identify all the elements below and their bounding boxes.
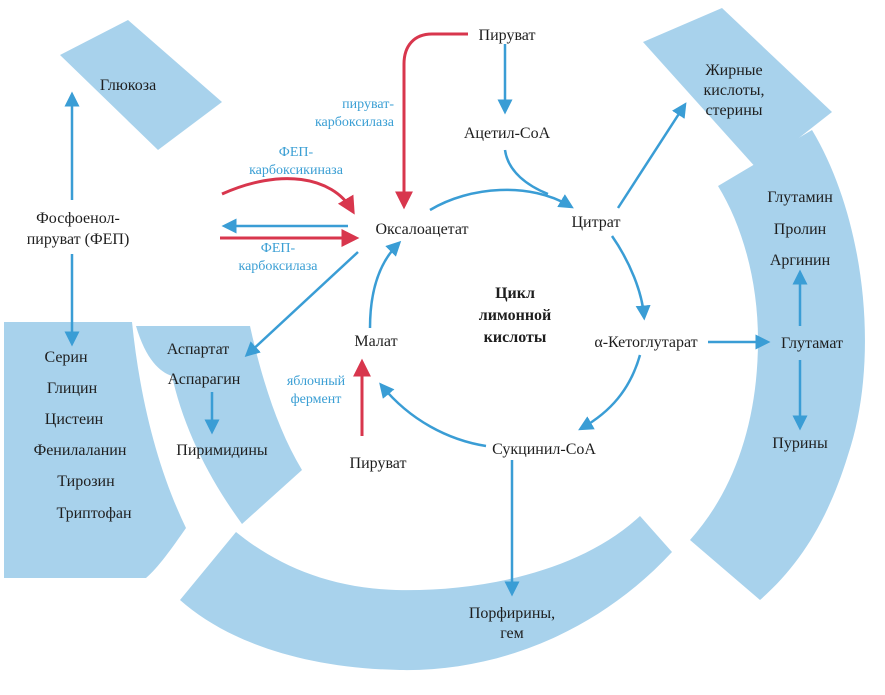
fatty-acids-line-3: стерины (705, 102, 762, 119)
glucose-label: Глюкоза (100, 77, 156, 94)
arrow-acetyl-coa-into-cycle (503, 149, 549, 196)
succinyl-coa-label: Сукцинил-СоА (492, 441, 596, 458)
fatty-acids-sector (643, 8, 832, 170)
center-line-2: лимонной (479, 307, 552, 324)
glucose-sector (60, 20, 222, 150)
arrow-akg-to-succinyl (578, 354, 642, 431)
pepck-line-1: ФЕП- (279, 145, 314, 160)
blue-arrows (64, 44, 808, 597)
cysteine-label: Цистеин (45, 411, 104, 428)
pyruvate-carboxylase-line-1: пируват- (342, 97, 394, 112)
porphyrin-sector (180, 516, 672, 671)
enzyme-labels: пируват- карбоксилаза ФЕП- карбоксикиназ… (238, 97, 394, 407)
purines-label: Пурины (772, 435, 828, 452)
amino-acids-right-sector (690, 130, 865, 600)
acetyl-coa-label: Ацетил-СоА (464, 125, 551, 142)
input-labels: Пируват Ацетил-СоА Пируват Фосфоенол- пи… (27, 27, 551, 472)
pepc-line-1: ФЕП- (261, 241, 296, 256)
pyrimidines-label: Пиримидины (176, 442, 268, 459)
arrow-pyruvate-to-oxaloacetate-red (395, 32, 468, 210)
arrow-succinyl-to-malate (379, 382, 487, 448)
product-labels: Глюкоза Жирные кислоты, стерины Глутамин… (34, 62, 843, 642)
phenylalanine-label: Фенилаланин (34, 442, 127, 459)
glutamate-label: Глутамат (781, 335, 843, 352)
pyruvate-carboxylase-line-2: карбоксилаза (315, 115, 395, 130)
oxaloacetate-label: Оксалоацетат (375, 221, 468, 238)
serine-label: Серин (44, 349, 88, 366)
glutamine-label: Глутамин (767, 189, 833, 206)
alpha-ketoglutarate-label: α-Кетоглутарат (594, 334, 697, 351)
pepck-line-2: карбоксикиназа (249, 163, 344, 178)
arrow-oxaloacetate-to-aspartate (244, 251, 359, 358)
citrate-label: Цитрат (572, 214, 621, 231)
fatty-acids-line-2: кислоты, (704, 82, 765, 99)
background-sectors (4, 8, 865, 671)
malate-label: Малат (354, 333, 397, 350)
pyruvate-top-label: Пируват (479, 27, 536, 44)
aspartate-label: Аспартат (167, 341, 230, 358)
arrow-pep-to-oxaloacetate-pepck (221, 177, 355, 215)
cycle-intermediates: Оксалоацетат Цитрат α-Кетоглутарат Сукци… (354, 214, 697, 458)
tryptophan-label: Триптофан (56, 505, 132, 522)
center-line-1: Цикл (495, 285, 535, 302)
fatty-acids-line-1: Жирные (705, 62, 762, 79)
arrow-malate-to-oxaloacetate (368, 240, 402, 329)
porphyrins-line-1: Порфирины, (469, 605, 555, 622)
arginine-label: Аргинин (770, 252, 831, 269)
serine-group-sector (4, 322, 186, 578)
arrow-oxaloacetate-to-citrate (429, 188, 574, 212)
malic-enzyme-line-2: фермент (291, 392, 342, 407)
pyruvate-bottom-label: Пируват (350, 455, 407, 472)
proline-label: Пролин (774, 221, 827, 238)
red-arrows (220, 32, 468, 436)
center-line-3: кислоты (484, 329, 547, 346)
asparagine-label: Аспарагин (168, 371, 241, 388)
cycle-arrows (368, 188, 651, 448)
malic-enzyme-line-1: яблочный (287, 374, 346, 389)
arrow-citrate-to-akg (610, 235, 651, 321)
arrow-citrate-to-fatty-acids (616, 102, 687, 209)
pep-label-line-2: пируват (ФЕП) (27, 231, 130, 248)
pepc-line-2: карбоксилаза (238, 259, 318, 274)
cycle-center-label: Цикл лимонной кислоты (479, 285, 552, 346)
tyrosine-label: Тирозин (57, 473, 115, 490)
pep-label-line-1: Фосфоенол- (36, 210, 120, 227)
glycine-label: Глицин (47, 380, 98, 397)
porphyrins-line-2: гем (500, 625, 524, 642)
